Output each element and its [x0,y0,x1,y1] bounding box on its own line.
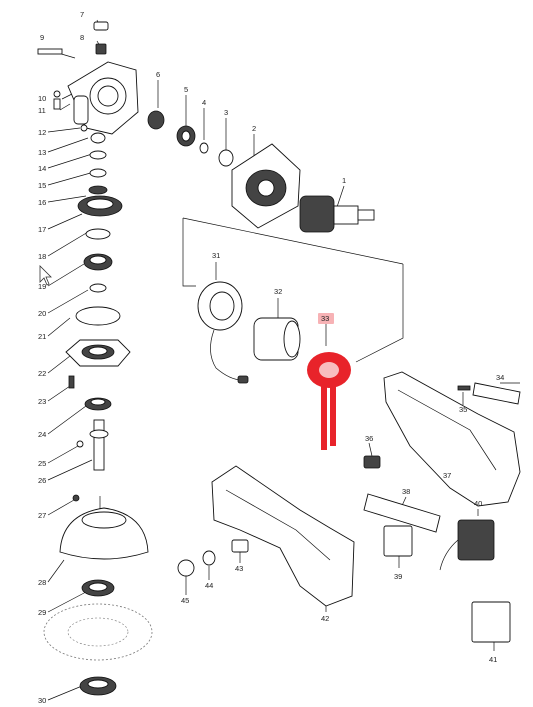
part-label: 6 [156,70,160,79]
part-labels: 1 2 3 4 5 6 7 8 9 10 11 12 13 14 15 16 1… [38,10,504,705]
part-label: 32 [274,287,282,296]
part-label: 35 [459,405,467,414]
part-label: 12 [38,128,46,137]
part-label: 29 [38,608,46,617]
part-label: 39 [394,572,402,581]
part-label: 19 [38,282,46,291]
part-label: 16 [38,198,46,207]
part-label: 24 [38,430,46,439]
part-label: 25 [38,459,46,468]
part-label: 18 [38,252,46,261]
part-label: 43 [235,564,243,573]
part-label: 15 [38,181,46,190]
part-label: 23 [38,397,46,406]
part-label: 10 [38,94,46,103]
part-label: 28 [38,578,46,587]
part-label: 20 [38,309,46,318]
part-label: 7 [80,10,84,19]
part-label: 1 [342,176,346,185]
part-label: 17 [38,225,46,234]
part-label: 44 [205,581,213,590]
part-label: 34 [496,373,504,382]
part-label: 45 [181,596,189,605]
part-label: 14 [38,164,46,173]
part-label: 31 [212,251,220,260]
part-label: 8 [80,33,84,42]
part-label: 13 [38,148,46,157]
part-label: 3 [224,108,228,117]
mouse-cursor-icon [39,265,52,286]
part-label: 22 [38,369,46,378]
part-label: 9 [40,33,44,42]
part-label: 38 [402,487,410,496]
part-label: 26 [38,476,46,485]
part-label: 36 [365,434,373,443]
part-label-highlighted: 33 [321,314,329,323]
part-label: 27 [38,511,46,520]
part-label: 5 [184,85,188,94]
part-label: 40 [474,499,482,508]
part-label: 4 [202,98,206,107]
highlighted-part-33 [307,313,351,450]
part-label: 21 [38,332,46,341]
part-label: 37 [443,471,451,480]
parts-drawing [37,21,521,696]
part-label: 11 [38,106,46,115]
part-label: 2 [252,124,256,133]
part-label: 30 [38,696,46,705]
part-label: 42 [321,614,329,623]
part-label: 41 [489,655,497,664]
